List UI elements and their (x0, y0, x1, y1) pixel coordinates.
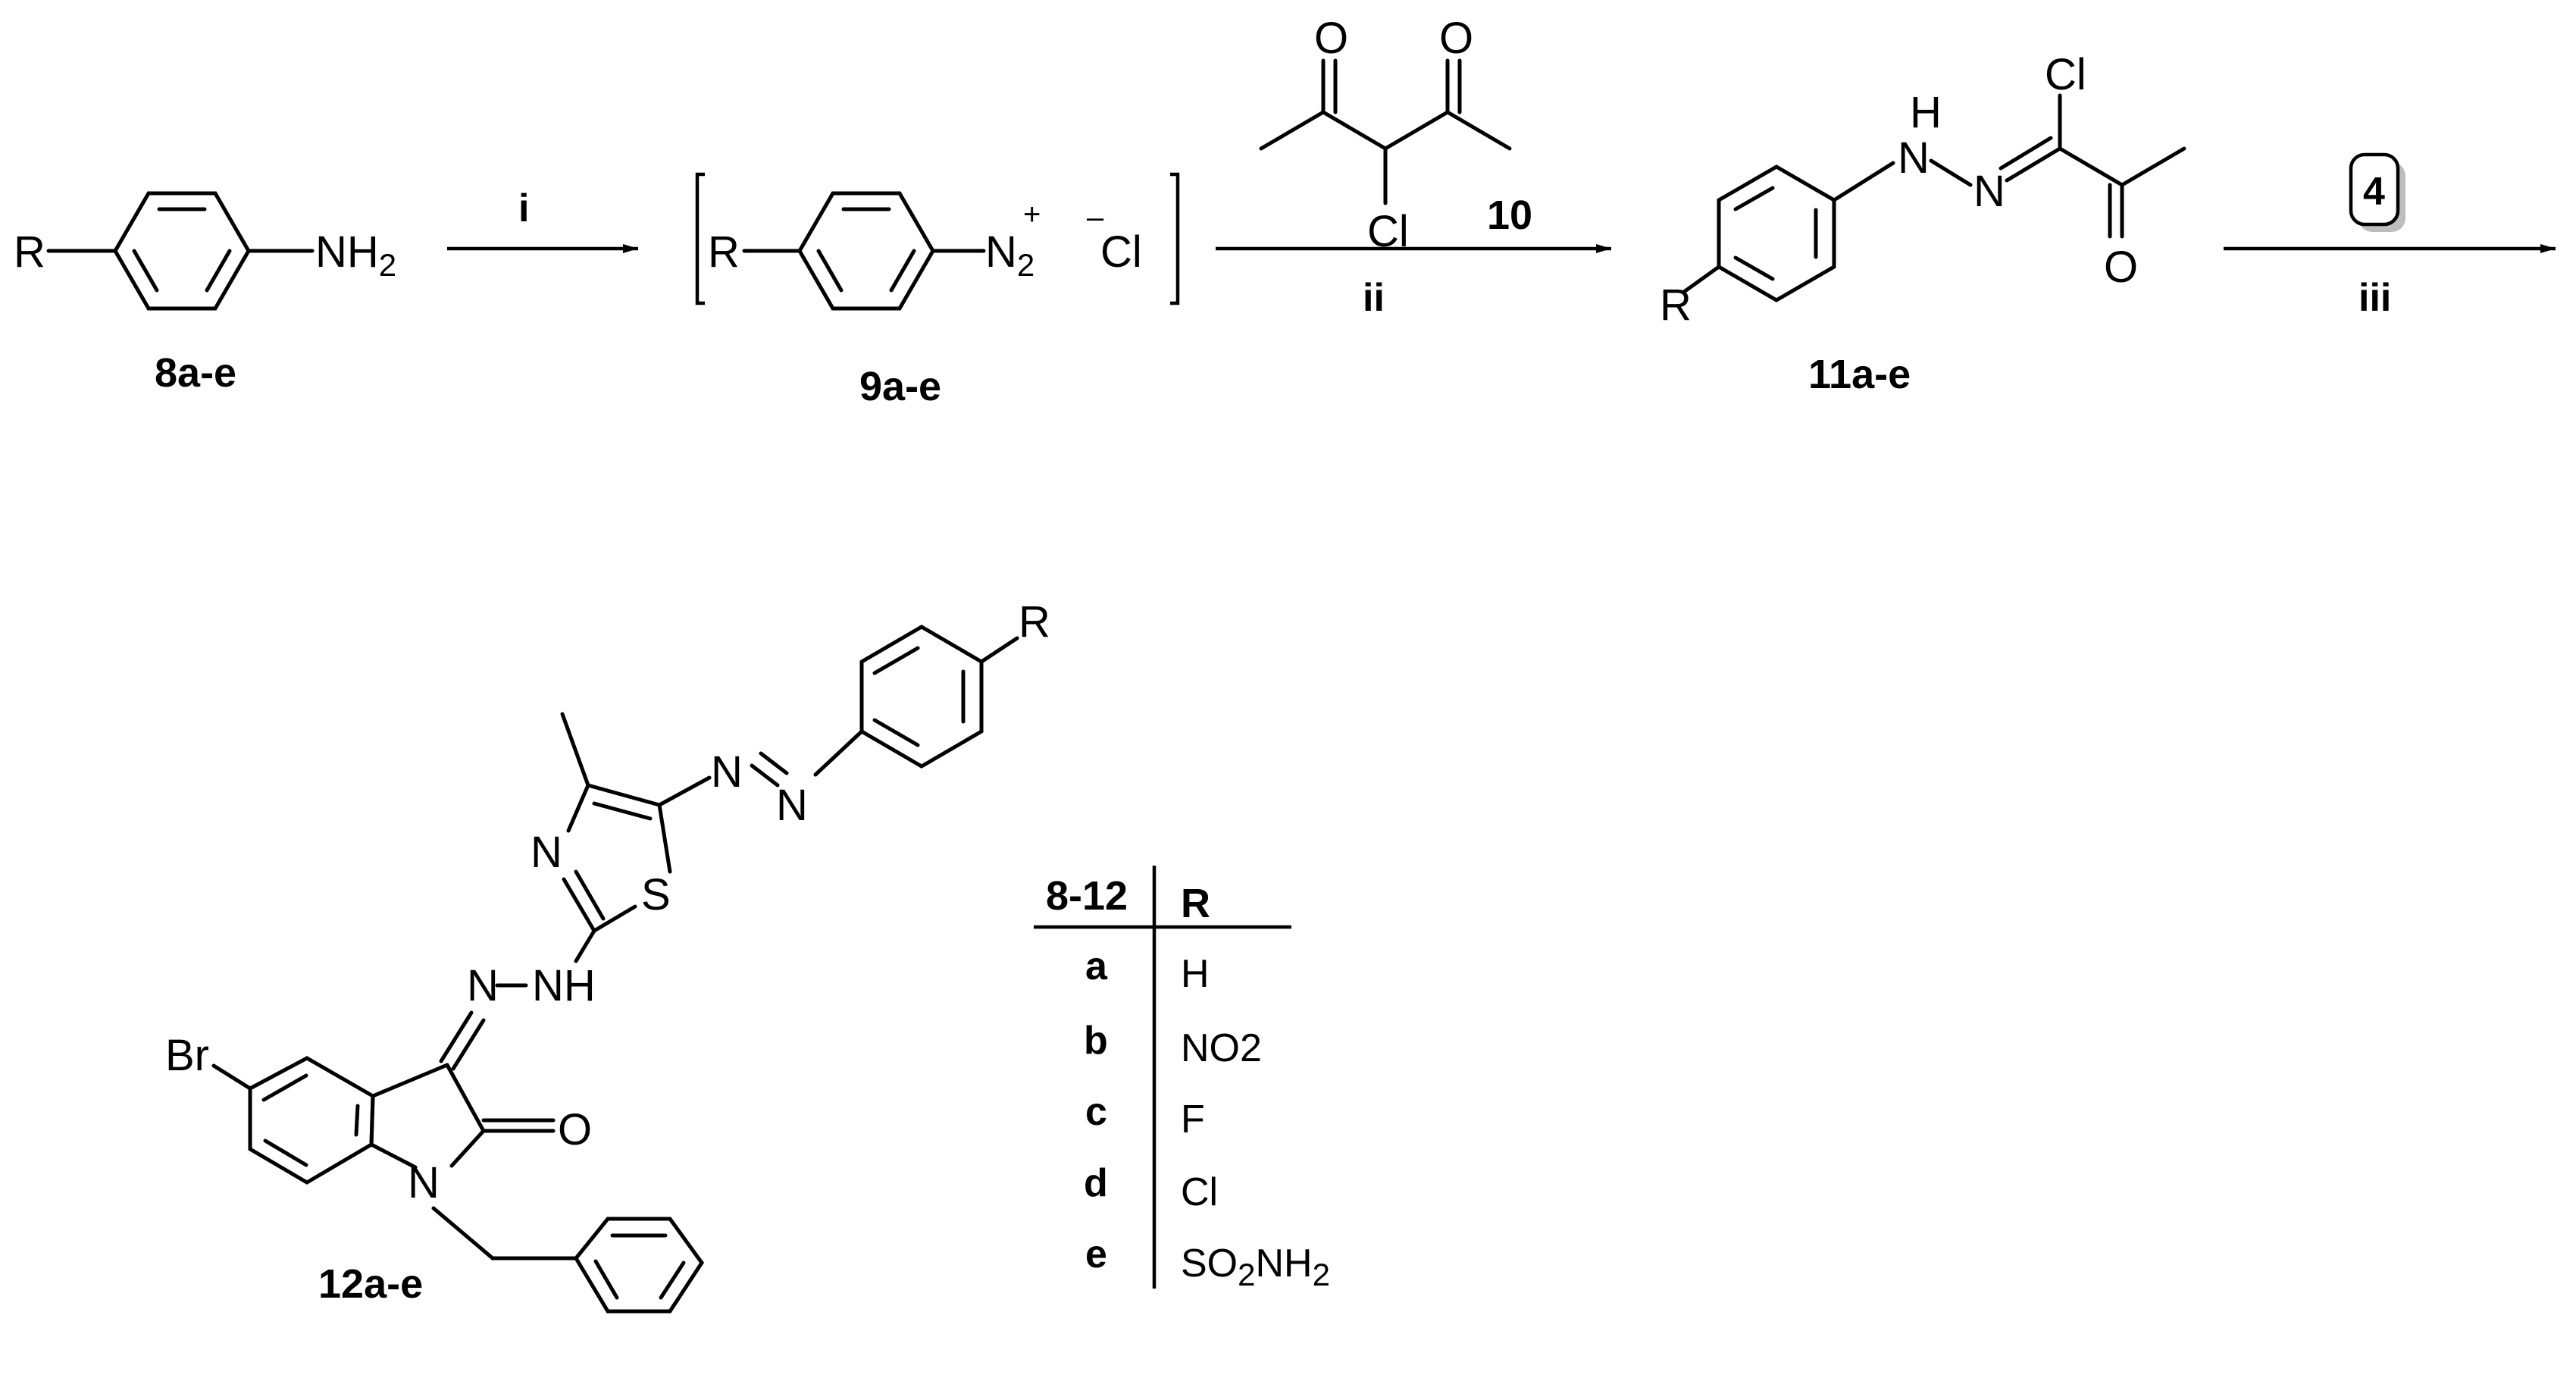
reaction-arrow-step-i: i (447, 186, 638, 253)
compound-12-r-substituent: R (1019, 597, 1050, 647)
compound-10: O O Cl 10 (1259, 14, 1532, 256)
table-row-key: a (1085, 944, 1108, 988)
table-row-value: NO2 (1181, 1026, 1262, 1070)
compound-12-oxindole-nitrogen: N (408, 1158, 440, 1207)
compound-9-label: 9a-e (859, 364, 941, 409)
table-row: d Cl (1084, 1161, 1218, 1214)
compound-10-oxygen-1: O (1314, 14, 1348, 63)
compound-12-label: 12a-e (318, 1261, 423, 1307)
compound-11: R H N N Cl O 11a-e (1660, 50, 2186, 397)
compound-9-benzene-ring (797, 191, 935, 311)
compound-10-label: 10 (1487, 193, 1532, 238)
table-row-value: SO2NH2 (1181, 1242, 1330, 1292)
table-row-value: F (1181, 1098, 1205, 1142)
compound-9: R N2 + – Cl 9a-e (695, 172, 1180, 409)
boxed-reagent-4: 4 (2363, 170, 2385, 214)
compound-12-bromine: Br (165, 1031, 209, 1080)
compound-12-hydrazone-nitrogen: N (467, 961, 499, 1010)
left-bracket (695, 172, 705, 305)
compound-11-nh-nitrogen: N (1898, 133, 1930, 183)
compound-12-thiazole-ring: N S (531, 783, 672, 933)
reaction-arrow-step-iii: 4 iii (2224, 152, 2556, 320)
substituent-table: 8-12 R a H b NO2 c F d Cl e SO2NH2 (1034, 866, 1330, 1292)
table-row: a H (1085, 944, 1210, 996)
table-row-key: e (1085, 1232, 1107, 1276)
table-row: e SO2NH2 (1085, 1232, 1330, 1292)
table-row: c F (1085, 1090, 1205, 1142)
compound-12-azo-nitrogen-1: N (711, 747, 743, 797)
compound-9-r-substituent: R (708, 227, 740, 277)
compound-11-nh-hydrogen: H (1910, 88, 1942, 137)
boxed-reagent-frame (2349, 152, 2400, 227)
compound-9-chloride: Cl (1100, 227, 1142, 277)
compound-11-oxygen: O (2104, 243, 2138, 292)
compound-12-aryl-ring (859, 625, 984, 769)
right-bracket (1170, 172, 1180, 305)
compound-12-hydrazone-nh: NH (532, 961, 596, 1010)
compound-12-carbonyl-oxygen: O (558, 1105, 592, 1154)
compound-11-benzene-ring (1717, 164, 1836, 302)
compound-9-minus-charge: – (1087, 201, 1104, 234)
compound-8-label: 8a-e (155, 350, 236, 396)
reaction-arrow-step-ii: ii O O Cl 10 (1216, 14, 1611, 320)
table-row-key: b (1084, 1019, 1108, 1063)
table-row: b NO2 (1084, 1019, 1262, 1070)
compound-11-chlorine: Cl (2045, 50, 2086, 99)
compound-12-thiazole-nitrogen: N (531, 828, 562, 877)
compound-11-imine-nitrogen: N (1973, 167, 2005, 216)
compound-10-chlorine: Cl (1367, 207, 1409, 256)
compound-10-oxygen-2: O (1439, 14, 1473, 63)
compound-12: R N N N S NH N (165, 597, 1050, 1314)
compound-12-thiazole-sulfur: S (641, 870, 671, 919)
table-row-key: c (1085, 1090, 1107, 1134)
compound-9-plus-charge: + (1023, 198, 1041, 231)
compound-8: R NH2 8a-e (14, 191, 396, 396)
compound-12-azo-nitrogen-2: N (776, 781, 808, 830)
reagent-label-i: i (518, 186, 529, 230)
table-row-value: Cl (1181, 1170, 1218, 1214)
compound-8-benzene-ring (113, 191, 251, 311)
compound-8-amine: NH2 (315, 227, 396, 283)
reagent-label-ii: ii (1363, 276, 1385, 320)
compound-12-benzo-ring (248, 1056, 375, 1185)
compound-9-diazonium: N2 (985, 227, 1034, 283)
compound-12-oxindole-ring (369, 1063, 486, 1170)
reagent-label-iii: iii (2358, 276, 2391, 320)
compound-8-r-substituent: R (14, 227, 45, 277)
table-row-value: H (1181, 952, 1210, 996)
table-row-key: d (1084, 1161, 1108, 1205)
compound-11-label: 11a-e (1808, 352, 1911, 397)
table-header-r: R (1181, 881, 1210, 926)
table-header-compounds: 8-12 (1046, 873, 1128, 919)
compound-12-benzyl-ring (573, 1217, 705, 1314)
